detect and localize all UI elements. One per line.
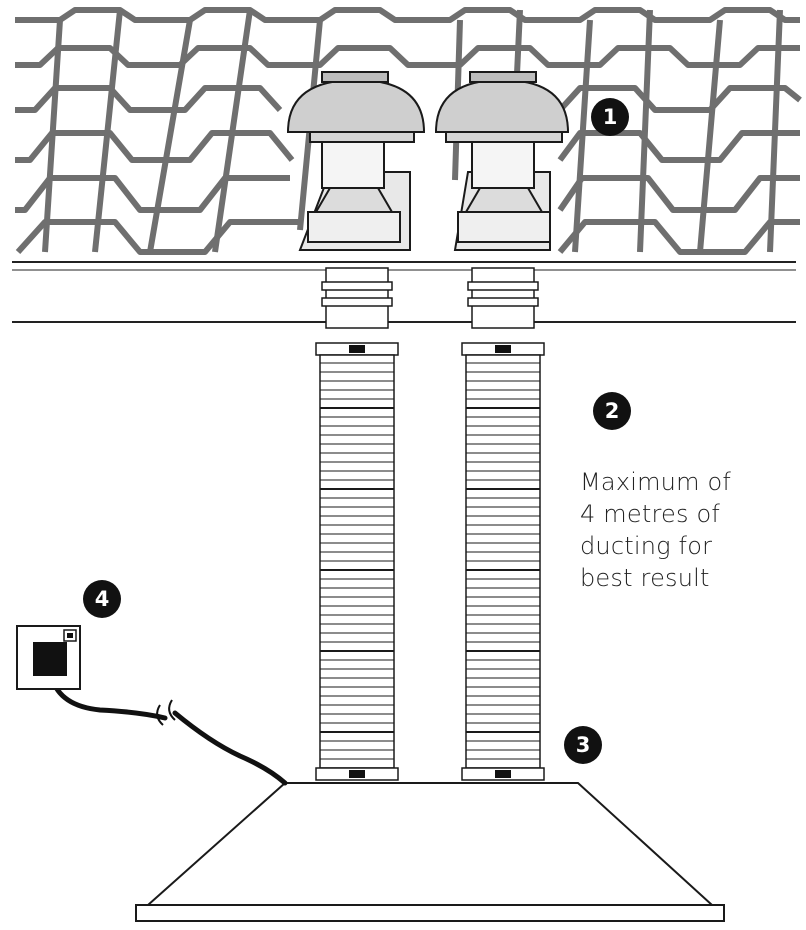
note-line-1: Maximum of <box>580 468 732 496</box>
roof-vent-cowl-right <box>434 71 570 251</box>
callout-badge-1: 1 <box>591 98 629 136</box>
range-hood <box>135 782 725 922</box>
callout-badge-2: 2 <box>593 392 631 430</box>
wall-power-switch <box>16 625 81 690</box>
flexible-duct-right <box>461 267 545 781</box>
flexible-duct-left <box>315 267 399 781</box>
callout-badge-3: 3 <box>564 726 602 764</box>
roof-vent-cowl-left <box>286 71 426 251</box>
callout-badge-4: 4 <box>83 580 121 618</box>
note-line-3: ducting for <box>580 532 713 560</box>
ducting-length-note: Maximum of 4 metres of ducting for best … <box>580 466 780 594</box>
power-cable <box>49 675 288 786</box>
note-line-4: best result <box>580 564 710 592</box>
note-line-2: 4 metres of <box>580 500 721 528</box>
cable-break-mark <box>156 699 176 726</box>
flexible-ducts <box>315 267 545 781</box>
